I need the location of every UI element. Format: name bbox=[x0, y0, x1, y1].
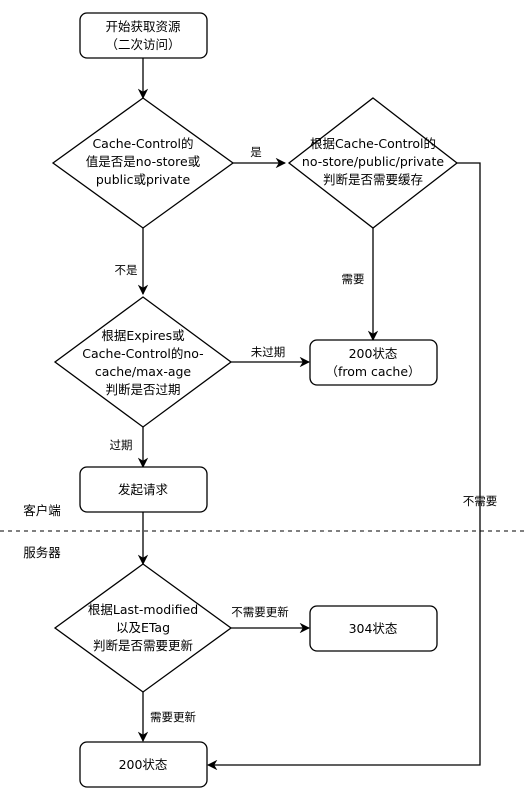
node-send-request: 发起请求 bbox=[79, 466, 208, 513]
node-status-304: 304状态 bbox=[309, 605, 438, 652]
start-label-line2: （二次访问） bbox=[105, 37, 180, 52]
edge-no-need bbox=[206, 162, 481, 771]
edge-labels: 是 不是 需要 未过期 过期 不需要 不需要更新 需要更新 bbox=[110, 145, 498, 724]
decision-expires-line4: 判断是否过期 bbox=[105, 382, 180, 397]
decision-cache-control-line3: public或private bbox=[96, 172, 191, 187]
edge-label-no-need: 不需要 bbox=[463, 494, 498, 508]
status-304-box bbox=[309, 605, 438, 652]
start-box bbox=[79, 12, 208, 59]
decision-need-cache-line3: 判断是否需要缓存 bbox=[323, 172, 423, 187]
decision-last-modified-line2: 以及ETag bbox=[116, 620, 170, 635]
send-request-box bbox=[79, 466, 208, 513]
status-200-cache-line2: （from cache） bbox=[325, 364, 420, 379]
status-200-cache-box bbox=[309, 339, 438, 386]
node-start: 开始获取资源 （二次访问） bbox=[79, 12, 208, 59]
edges bbox=[137, 58, 481, 771]
decision-cache-control-line2: 值是否是no-store或 bbox=[86, 154, 201, 169]
status-200-box bbox=[79, 741, 208, 788]
node-decision-last-modified: 根据Last-modified 以及ETag 判断是否需要更新 bbox=[53, 563, 233, 693]
send-request-label: 发起请求 bbox=[118, 482, 169, 497]
decision-need-cache-line2: no-store/public/private bbox=[302, 154, 444, 169]
decision-last-modified-line1: 根据Last-modified bbox=[88, 602, 198, 617]
status-200-label: 200状态 bbox=[119, 757, 168, 772]
decision-need-cache-line1: 根据Cache-Control的 bbox=[310, 136, 436, 151]
decision-expires-line3: cache/max-age bbox=[95, 364, 192, 379]
status-304-label: 304状态 bbox=[349, 621, 398, 636]
decision-diamond bbox=[53, 296, 233, 428]
edge-label-update-needed: 需要更新 bbox=[150, 710, 196, 724]
decision-last-modified-line3: 判断是否需要更新 bbox=[93, 638, 193, 653]
node-status-200: 200状态 bbox=[79, 741, 208, 788]
edge-label-not-expired: 未过期 bbox=[251, 345, 286, 359]
node-decision-expires: 根据Expires或 Cache-Control的no- cache/max-a… bbox=[53, 296, 233, 428]
zone-label-server: 服务器 bbox=[23, 545, 61, 560]
node-decision-cache-control: Cache-Control的 值是否是no-store或 public或priv… bbox=[51, 97, 235, 229]
decision-expires-line2: Cache-Control的no- bbox=[82, 346, 203, 361]
decision-cache-control-line1: Cache-Control的 bbox=[92, 136, 193, 151]
decision-diamond bbox=[51, 97, 235, 229]
edge-label-yes: 是 bbox=[250, 145, 262, 159]
edge-label-need: 需要 bbox=[342, 272, 365, 286]
edge-label-expired: 过期 bbox=[110, 438, 133, 452]
status-200-cache-line1: 200状态 bbox=[349, 346, 398, 361]
node-decision-need-cache: 根据Cache-Control的 no-store/public/private… bbox=[287, 97, 459, 229]
decision-diamond bbox=[53, 563, 233, 693]
decision-diamond bbox=[287, 97, 459, 229]
zone-label-client: 客户端 bbox=[23, 503, 61, 518]
node-status-200-cache: 200状态 （from cache） bbox=[309, 339, 438, 386]
start-label-line1: 开始获取资源 bbox=[105, 19, 181, 34]
edge-label-no: 不是 bbox=[115, 263, 138, 277]
decision-expires-line1: 根据Expires或 bbox=[101, 328, 185, 343]
edge-label-no-update-needed: 不需要更新 bbox=[231, 605, 289, 619]
